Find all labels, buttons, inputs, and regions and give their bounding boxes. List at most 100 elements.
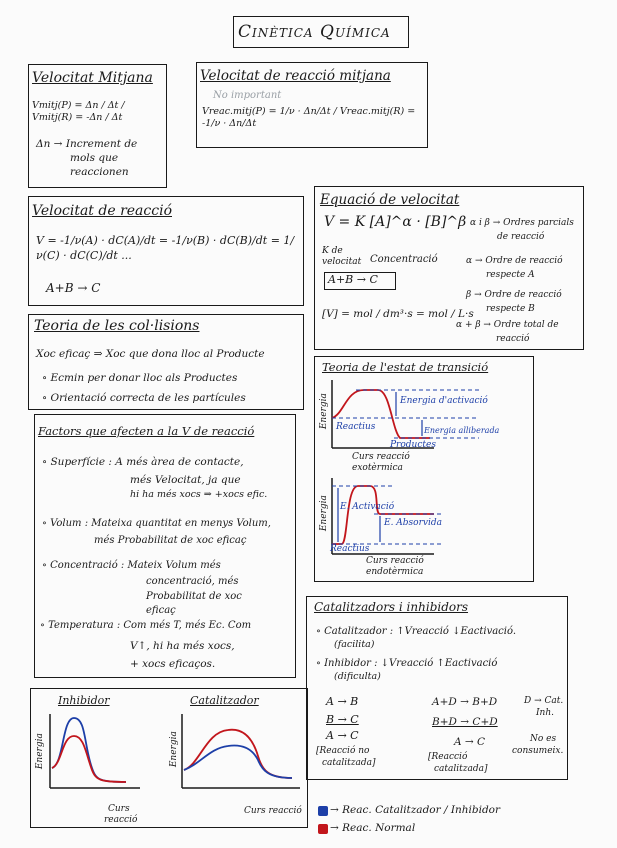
factors-title: Factors que afecten a la V de reacció: [38, 424, 255, 438]
reaction-c-2: B+D → C+D: [432, 716, 498, 728]
inhibidor-y-label: Energia: [34, 733, 45, 770]
factors-concentracio-3: Probabilitat de xoc: [146, 591, 242, 602]
factors-volum-1: ∘ Volum : Mateixa quantitat en menys Vol…: [42, 518, 271, 529]
exo-x-label-1: Curs reacció: [352, 452, 410, 462]
factors-temperatura-3: + xocs eficaços.: [130, 658, 216, 670]
inhibidor-line-1: ∘ Inhibidor : ↓Vreacció ↑Eactivació: [316, 658, 498, 669]
d-note-2: Inh.: [536, 708, 555, 718]
equacio-note-4b: reacció: [496, 334, 530, 344]
catalitzador-line-2: (facilita): [334, 639, 375, 650]
cat-inh-graphs: [49, 714, 300, 789]
exo-x-label-2: exotèrmica: [352, 463, 403, 473]
equacio-k-label-2: velocitat: [322, 257, 362, 267]
endo-x-label-2: endotèrmica: [366, 567, 424, 577]
equacio-formula: V = K [A]^α · [B]^β: [324, 214, 467, 230]
endo-curve: [332, 485, 434, 545]
reaccio-mitjana-box: [196, 62, 428, 148]
inhibidor-x-label-2: reacció: [104, 815, 138, 825]
legend-red-text: → Reac. Normal: [330, 822, 416, 834]
graphs-box: [30, 688, 308, 828]
endo-x-label-1: Curs reacció: [366, 556, 424, 566]
inhibidor-line-2: (dificulta): [334, 671, 381, 682]
factors-superficie-1: ∘ Superfície : A més àrea de contacte,: [42, 456, 244, 468]
factors-superficie-2: més Velocitat, ja que: [130, 474, 241, 486]
legend-blue-marker: [318, 806, 328, 816]
velocitat-mitjana-note-1: Δn → Increment de: [36, 138, 138, 150]
page-title: Cinètica Química: [238, 22, 391, 42]
reaction-c-label-1: [Reacció: [428, 752, 468, 762]
exo-reactius-label: Reactius: [336, 422, 376, 432]
cat-blue-curve: [183, 744, 293, 779]
velocitat-mitjana-note-2: mols que: [70, 152, 119, 164]
catalitzador-x-label: Curs reacció: [244, 806, 302, 816]
factors-concentracio-2: concentració, més: [146, 576, 239, 587]
colisions-box: [28, 314, 304, 410]
endo-eact-label: E. Activació: [340, 502, 395, 512]
factors-temperatura-2: V↑, hi ha més xocs,: [130, 640, 235, 652]
inh-red-curve: [51, 735, 127, 783]
exo-y-label: Energia: [318, 393, 329, 430]
equacio-note-1a: α i β → Ordres parcials: [470, 218, 574, 228]
velocitat-mitjana-title: Velocitat Mitjana: [32, 70, 153, 86]
reaction-nc-label-2: catalitzada]: [322, 758, 376, 768]
exo-eact-label: Energia d'activació: [400, 396, 488, 406]
equacio-title: Equació de velocitat: [320, 192, 460, 208]
velocitat-mitjana-formula: Vmitj(P) = Δn / Δt / Vmitj(R) = -Δn / Δt: [32, 100, 125, 124]
catalitzador-y-label: Energia: [168, 731, 179, 768]
velocitat-reaccio-reaction: A+B → C: [46, 281, 101, 295]
factors-superficie-3: hi ha més xocs ⇒ +xocs efic.: [130, 489, 268, 500]
inhibidor-title: Inhibidor: [58, 694, 110, 707]
factors-volum-2: més Probabilitat de xoc eficaç: [94, 535, 247, 546]
factors-concentracio-1: ∘ Concentració : Mateix Volum més: [42, 560, 221, 571]
factors-concentracio-4: eficaç: [146, 605, 176, 616]
equacio-note-3a: β → Ordre de reacció: [466, 290, 562, 300]
velocitat-reaccio-formula: V = -1/ν(A) · dC(A)/dt = -1/ν(B) · dC(B)…: [36, 234, 295, 262]
reaccio-mitjana-formula: Vreac.mitj(P) = 1/ν · Δn/Δt / Vreac.mitj…: [202, 106, 416, 130]
legend-blue-text: → Reac. Catalitzador / Inhibidor: [330, 804, 501, 816]
endo-reactius-label: Reactius: [330, 544, 370, 554]
title-box: [233, 16, 409, 48]
reaction-c-3: A → C: [454, 736, 486, 748]
inhibidor-x-label-1: Curs: [108, 804, 130, 814]
equacio-reaction: A+B → C: [328, 273, 378, 286]
reaction-c-label-2: catalitzada]: [434, 764, 488, 774]
equacio-k-label-1: K de: [322, 246, 343, 256]
reaccio-mitjana-title: Velocitat de reacció mitjana: [200, 68, 391, 84]
equacio-reaction-box: [324, 272, 396, 290]
exo-productes-label: Productes: [390, 440, 436, 450]
catalitzador-title: Catalitzador: [190, 694, 259, 707]
velocitat-mitjana-note-3: reaccionen: [70, 166, 129, 178]
reaction-nc-label-1: [Reacció no: [316, 746, 370, 756]
factors-box: [34, 414, 296, 678]
d-note-3: No es: [530, 734, 557, 744]
equacio-note-4a: α + β → Ordre total de: [456, 320, 559, 330]
reaction-nc-3: A → C: [326, 729, 359, 742]
catalitzadors-title: Catalitzadors i inhibidors: [314, 600, 469, 614]
colisions-line-3: ∘ Orientació correcta de les partícules: [42, 392, 246, 404]
d-note-4: consumeix.: [512, 746, 564, 756]
velocitat-reaccio-title: Velocitat de reacció: [32, 203, 172, 219]
colisions-line-2: ∘ Ecmin per donar lloc als Productes: [42, 372, 238, 384]
catalitzador-line-1: ∘ Catalitzador : ↑Vreacció ↓Eactivació.: [316, 626, 516, 637]
reaction-nc-1: A → B: [326, 695, 359, 708]
equacio-box: [314, 186, 584, 350]
reaction-c-1: A+D → B+D: [432, 696, 498, 708]
colisions-title: Teoria de les col·lisions: [34, 318, 200, 334]
endo-y-label: Energia: [318, 495, 329, 532]
d-note-1: D → Cat.: [524, 696, 564, 706]
transicio-title: Teoria de l'estat de transició: [322, 360, 489, 374]
velocitat-reaccio-box: [28, 196, 304, 306]
velocitat-mitjana-box: [28, 64, 167, 188]
transicio-box: [314, 356, 534, 582]
equacio-conc-label: Concentració: [370, 254, 438, 265]
legend-red-marker: [318, 824, 328, 834]
cat-red-curve: [183, 728, 293, 779]
exo-eall-label: Energia alliberada: [424, 426, 500, 435]
endo-eabs-label: E. Absorvida: [384, 518, 442, 528]
equacio-note-3b: respecte B: [486, 304, 535, 314]
reaccio-mitjana-annotation: No important: [213, 90, 282, 101]
equacio-note-2a: α → Ordre de reacció: [466, 256, 563, 266]
reaction-nc-2: B → C: [326, 713, 359, 726]
transicio-diagrams: [331, 380, 479, 555]
equacio-note-1b: de reacció: [497, 232, 545, 242]
